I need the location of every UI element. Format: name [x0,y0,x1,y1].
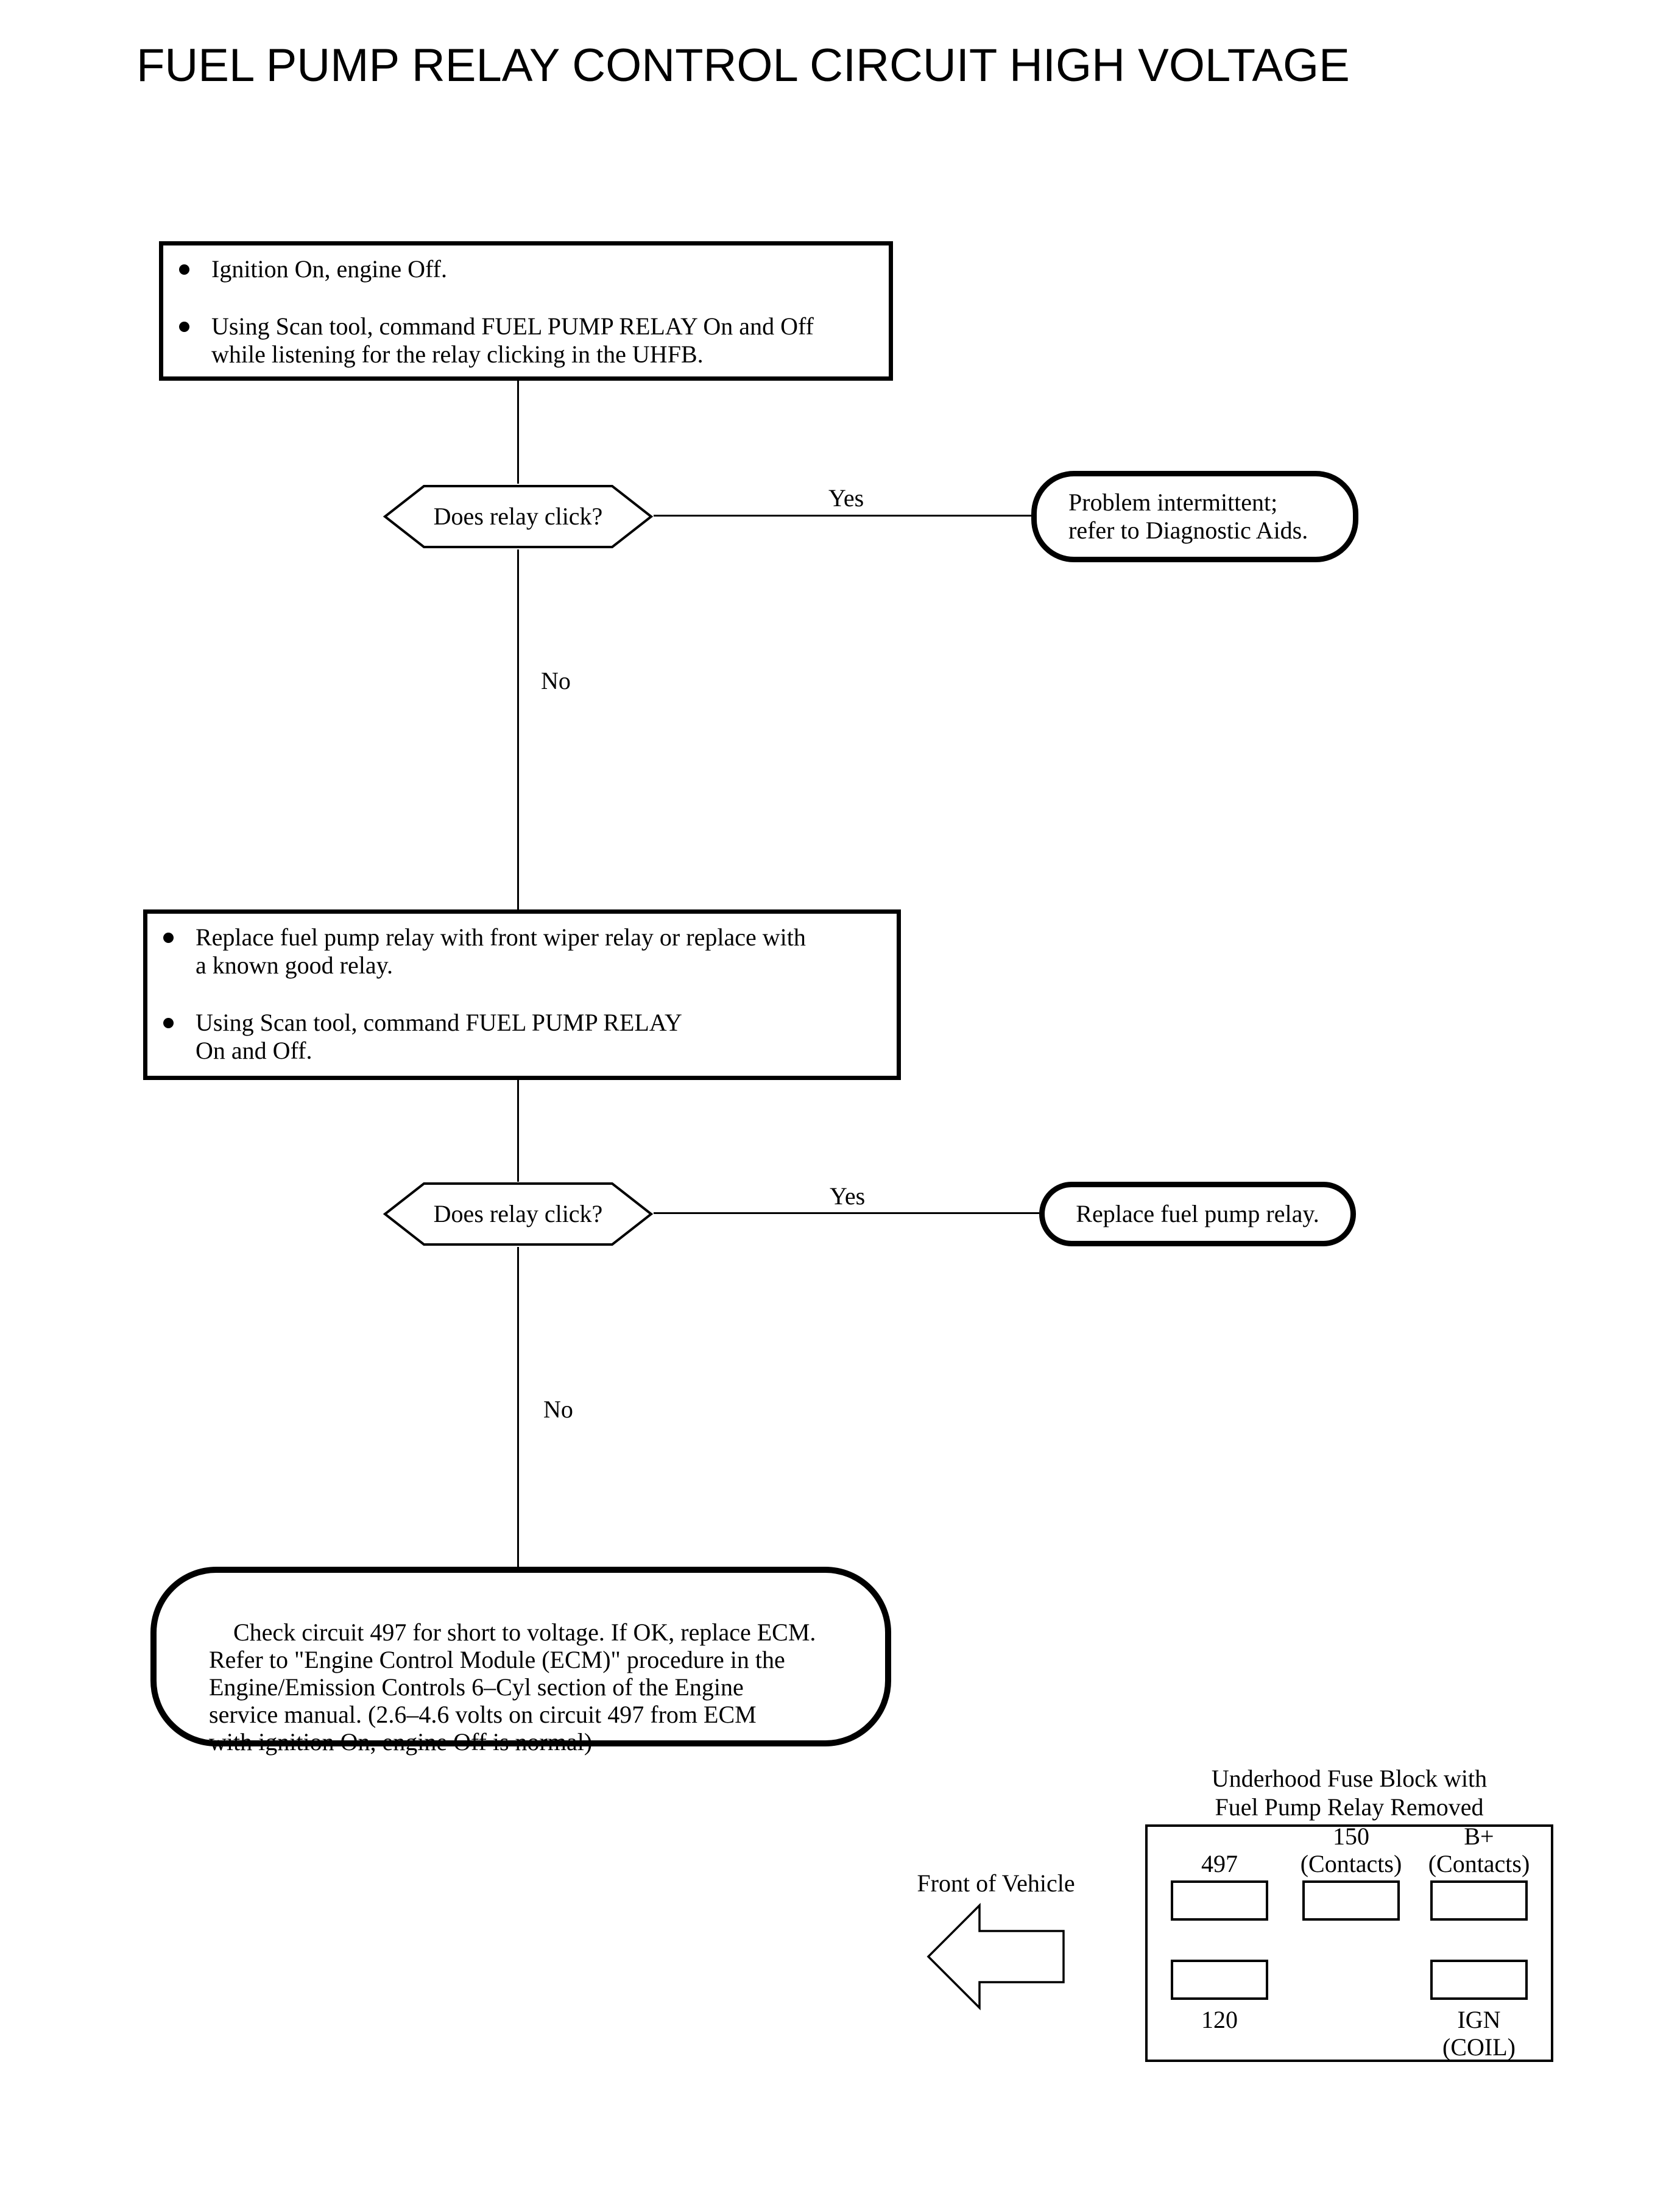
step1-bullet-2: Using Scan tool, command FUEL PUMP RELAY… [179,312,874,369]
decision2-no-label: No [543,1396,573,1423]
result1-box: Problem intermittent; refer to Diagnosti… [1031,471,1358,562]
decision1-question: Does relay click? [433,502,603,530]
step2-bullet-list: Replace fuel pump relay with front wiper… [147,914,897,1065]
decision1-yes-label: Yes [828,484,864,512]
fuse-label-120: 120 [1201,2006,1238,2033]
connector-step2-to-decision2 [517,1080,519,1182]
decision2-hexagon: Does relay click? [383,1181,654,1247]
fuse-label-ign-coil: IGN (COIL) [1442,2006,1516,2061]
result2-text: Replace fuel pump relay. [1076,1200,1319,1227]
result1-text: Problem intermittent; refer to Diagnosti… [1068,489,1308,544]
result2-box: Replace fuel pump relay. [1039,1182,1356,1246]
step2-bullet-2-text: Using Scan tool, command FUEL PUMP RELAY… [196,1009,682,1064]
final-action-box: Check circuit 497 for short to voltage. … [150,1567,891,1756]
front-of-vehicle-label: Front of Vehicle [917,1869,1075,1897]
step2-process-box: Replace fuel pump relay with front wiper… [143,909,901,1080]
fuse-label-497: 497 [1201,1850,1238,1877]
fuse-cavity-497 [1171,1880,1268,1921]
fuse-label-bplus-contacts: B+ (Contacts) [1428,1823,1530,1877]
step1-bullet-1: Ignition On, engine Off. [179,255,874,283]
decision2-question: Does relay click? [433,1199,603,1227]
hexagon-outline-icon [383,485,654,548]
bullet-icon [179,322,189,332]
fuse-cavity-bplus-contacts [1430,1880,1528,1921]
decision1-hexagon: Does relay click? [383,484,654,549]
bullet-icon [163,933,174,943]
fuse-block-outline [1145,1824,1553,2062]
step1-bullet-2-text: Using Scan tool, command FUEL PUMP RELAY… [211,312,814,368]
final-action-text: Check circuit 497 for short to voltage. … [209,1619,816,1756]
step2-bullet-1: Replace fuel pump relay with front wiper… [163,923,882,980]
step1-bullet-1-text: Ignition On, engine Off. [211,255,447,283]
step1-process-box: Ignition On, engine Off. Using Scan tool… [159,241,893,381]
step2-bullet-1-text: Replace fuel pump relay with front wiper… [196,923,806,979]
hexagon-outline-icon [383,1182,654,1246]
front-of-vehicle-arrow-icon [926,1902,1065,2011]
bullet-icon [163,1018,174,1028]
connector-decision1-to-step2 [517,549,519,909]
step2-bullet-2: Using Scan tool, command FUEL PUMP RELAY… [163,1009,882,1065]
connector-step1-to-decision1 [517,381,519,484]
fuse-label-150-contacts: 150 (Contacts) [1300,1823,1402,1877]
fuse-block-caption: Underhood Fuse Block with Fuel Pump Rela… [1211,1765,1488,1821]
bullet-icon [179,264,189,275]
connector-decision2-to-final [517,1247,519,1567]
connector-decision2-yes-line [654,1212,1039,1214]
decision2-yes-label: Yes [830,1182,866,1210]
connector-decision1-yes-line [654,515,1031,517]
fuse-cavity-120 [1171,1960,1268,2000]
fuse-cavity-ign-coil [1430,1960,1528,2000]
page-title: FUEL PUMP RELAY CONTROL CIRCUIT HIGH VOL… [136,40,1350,91]
step1-bullet-list: Ignition On, engine Off. Using Scan tool… [163,245,889,369]
decision1-no-label: No [541,667,571,694]
fuse-cavity-150-contacts [1302,1880,1400,1921]
